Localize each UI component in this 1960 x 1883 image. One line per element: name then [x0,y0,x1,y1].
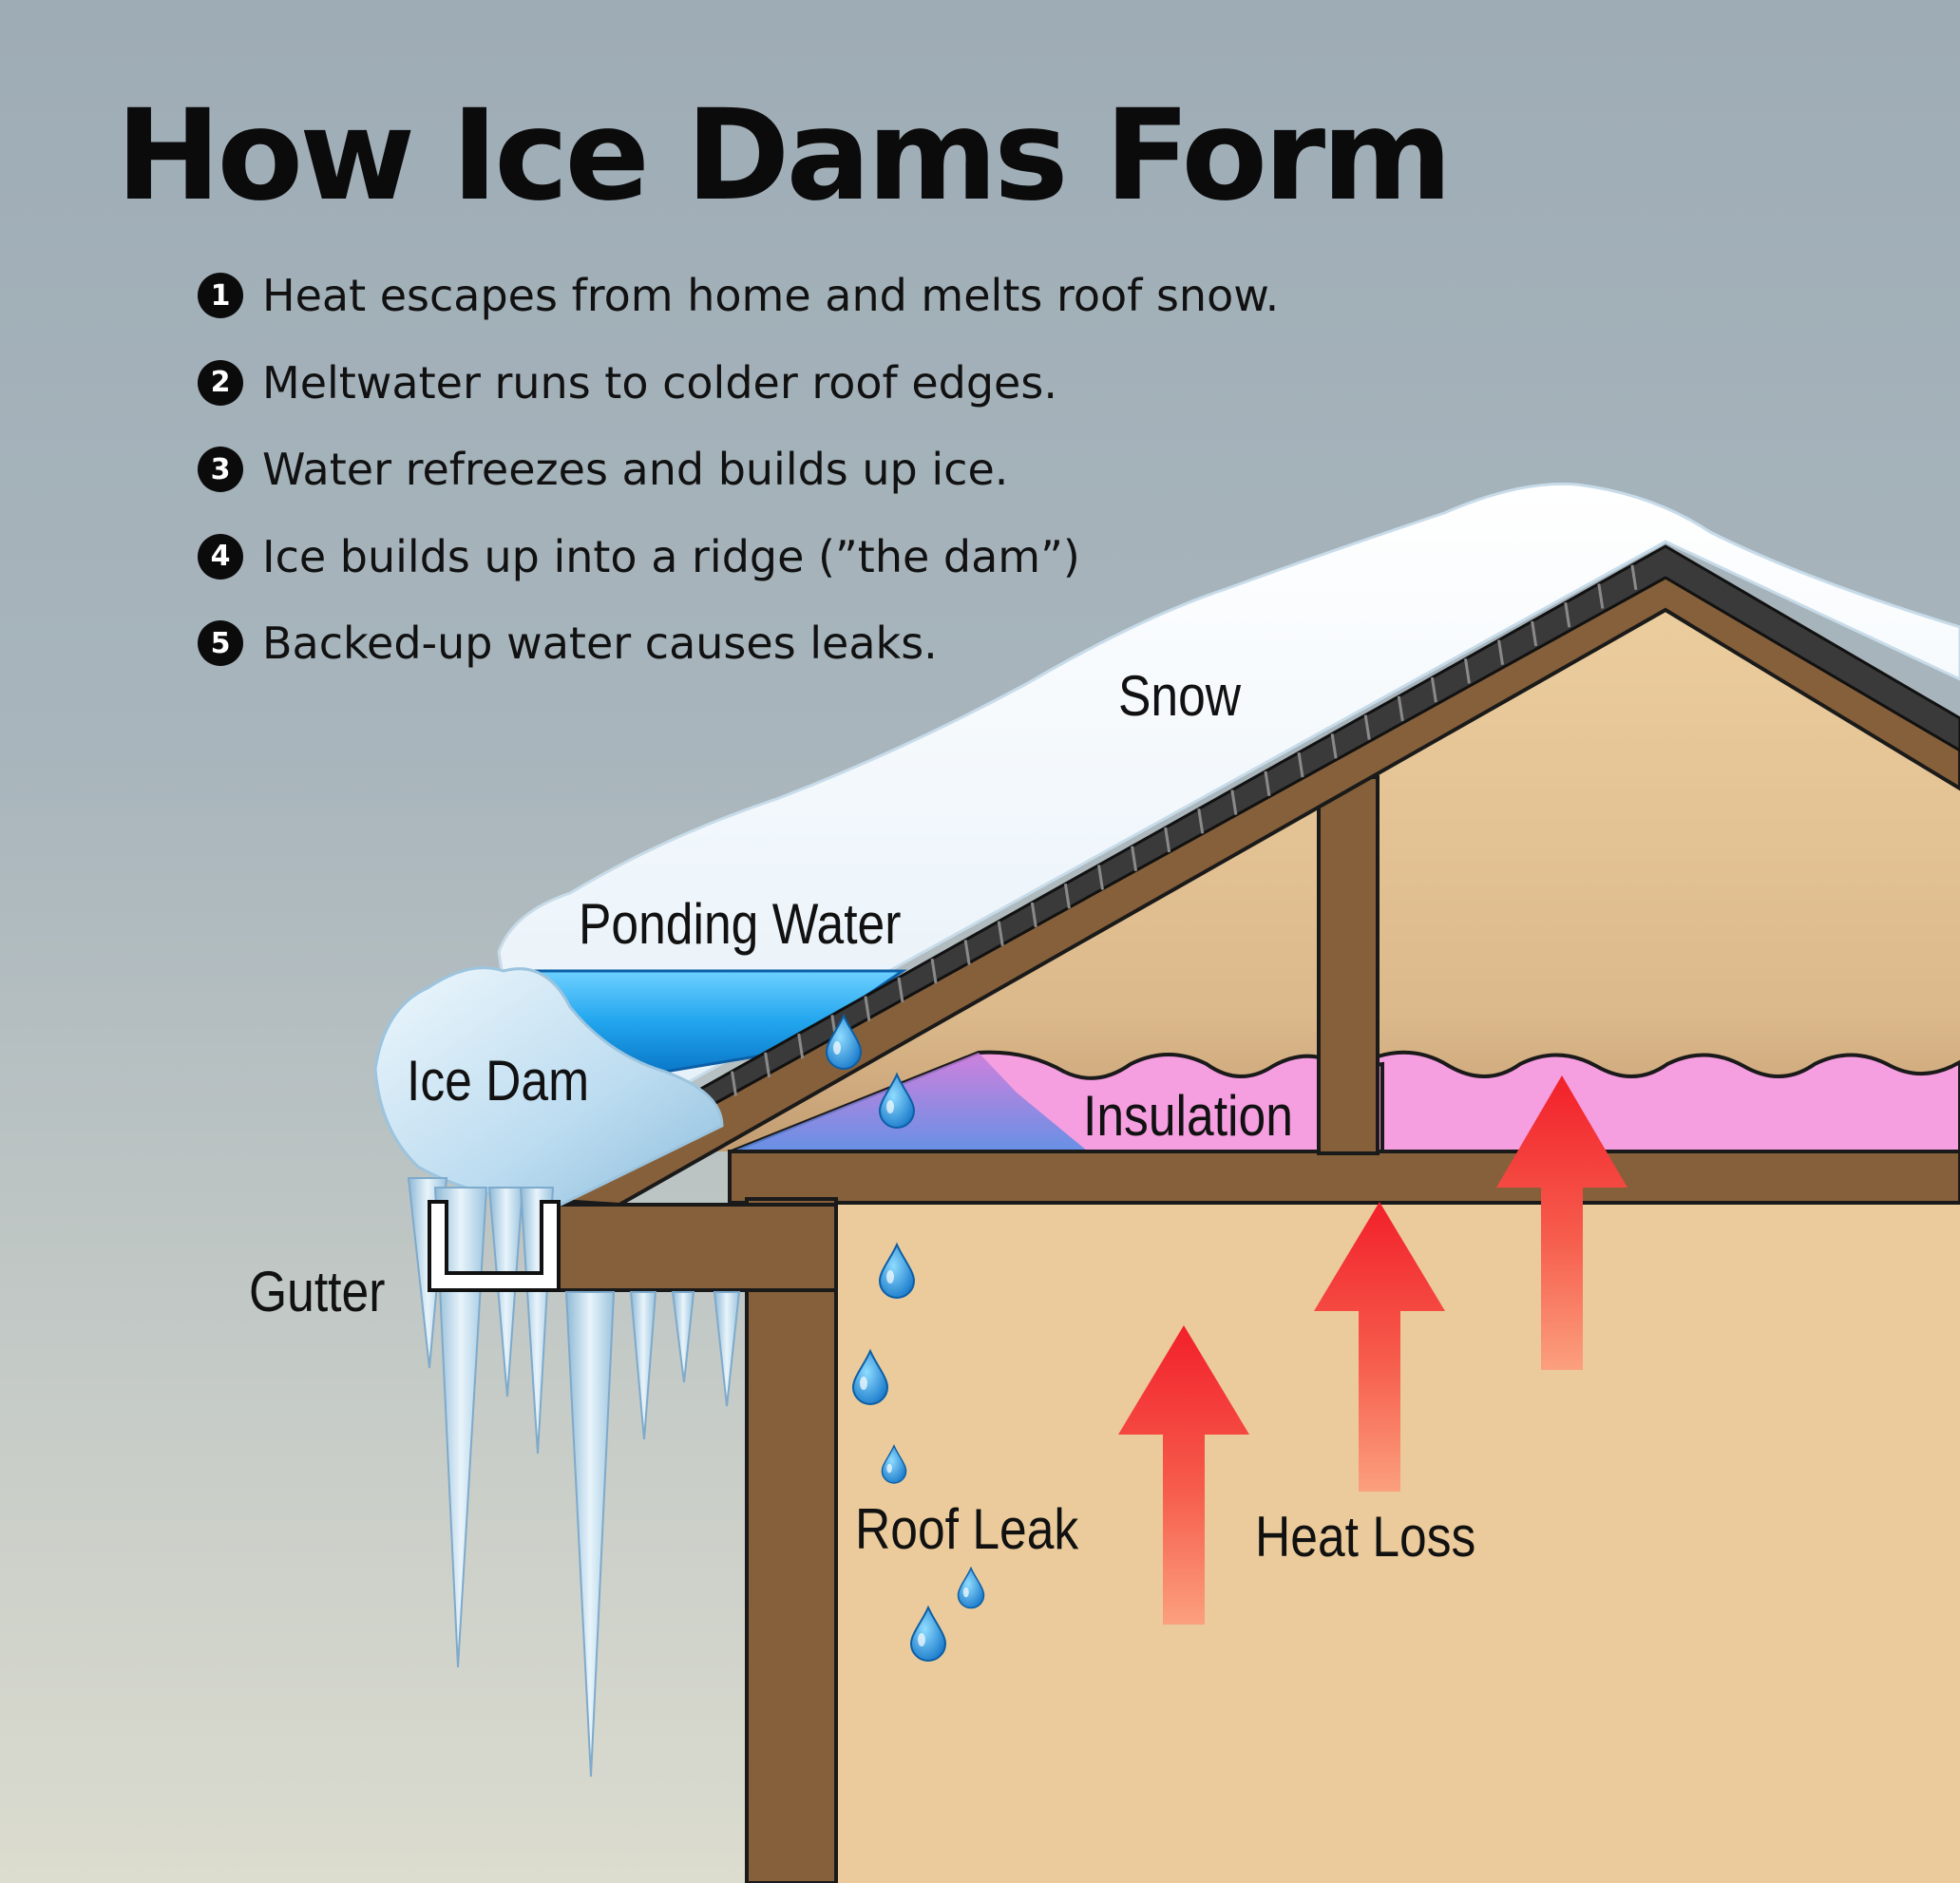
shingle-tab [797,1033,805,1059]
gutter-label: Gutter [249,1260,386,1323]
shingle-tab [1197,808,1205,834]
shingle-tab [764,1052,771,1078]
eave-soffit [530,1203,838,1292]
step-text: Backed-up water causes leaks. [262,618,938,669]
shingle-tab [1063,884,1071,909]
insulation-label: Insulation [1083,1084,1293,1148]
step-number-badge: 4 [198,533,243,580]
shingle-tab [1597,583,1605,609]
shingle-tab [1564,601,1571,628]
shingle-tab [1030,902,1037,928]
shingle-tab [1397,695,1404,722]
step-number-badge: 1 [198,273,243,318]
ice-dam-label: Ice Dam [407,1049,590,1113]
attic-space [618,570,1960,1205]
shingle-tab [1131,846,1138,871]
shingle-tab [963,940,971,965]
gutter [428,1200,561,1292]
shingle-tab [864,996,871,1021]
step-text: Water refreezes and builds up ice. [262,444,1009,495]
step-text: Heat escapes from home and melts roof sn… [262,270,1280,321]
shingle-tab [997,921,1004,946]
shingle-tab [1297,751,1304,778]
page-title: How Ice Dams Form [116,83,1453,229]
step-item: 5 Backed-up water causes leaks. [198,618,1279,669]
step-number-badge: 5 [198,620,243,666]
shingle-tab [1330,733,1338,759]
shingle-tab [1363,714,1371,740]
shingle-tab [1230,789,1238,815]
step-number-badge: 3 [198,447,243,492]
snow-label: Snow [1118,664,1242,728]
shingle-tab [1164,827,1171,853]
shingle-tab [897,977,904,1003]
shingle-tab [1430,676,1437,703]
ice-dam [373,966,724,1207]
ceiling-joist [728,1150,1960,1205]
attic-post [1317,775,1380,1155]
shingle-tab [1531,620,1538,647]
step-item: 4 Ice builds up into a ridge (”the dam”) [198,531,1279,582]
shingle-tab [1264,770,1271,797]
step-text: Meltwater runs to colder roof edges. [262,356,1057,409]
shingle-tab [1497,639,1505,665]
heat-arrow-icon [1118,1325,1249,1625]
roof-shingles [530,544,1960,1207]
roof-leak-label: Roof Leak [855,1497,1079,1561]
shingle-tab [731,1071,738,1096]
shingle-tab [1630,564,1638,590]
exterior-wall [745,1197,838,1883]
step-item: 3 Water refreezes and builds up ice. [198,444,1279,495]
step-item: 1 Heat escapes from home and melts roof s… [198,270,1279,321]
shingle-tab [1463,658,1471,684]
step-item: 2 Meltwater runs to colder roof edges. [198,357,1279,409]
heat-loss-label: Heat Loss [1255,1505,1476,1569]
step-text: Ice builds up into a ridge (”the dam”) [262,530,1080,582]
steps-list: 1 Heat escapes from home and melts roof s… [198,270,1279,709]
heat-arrow-icon [1496,1075,1627,1370]
shingle-tab [1097,865,1104,890]
heat-loss-arrows [1118,1075,1627,1625]
step-number-badge: 2 [198,359,243,406]
ponding-water-label: Ponding Water [579,892,902,956]
shingle-tab [930,958,938,984]
heat-arrow-icon [1314,1202,1445,1492]
